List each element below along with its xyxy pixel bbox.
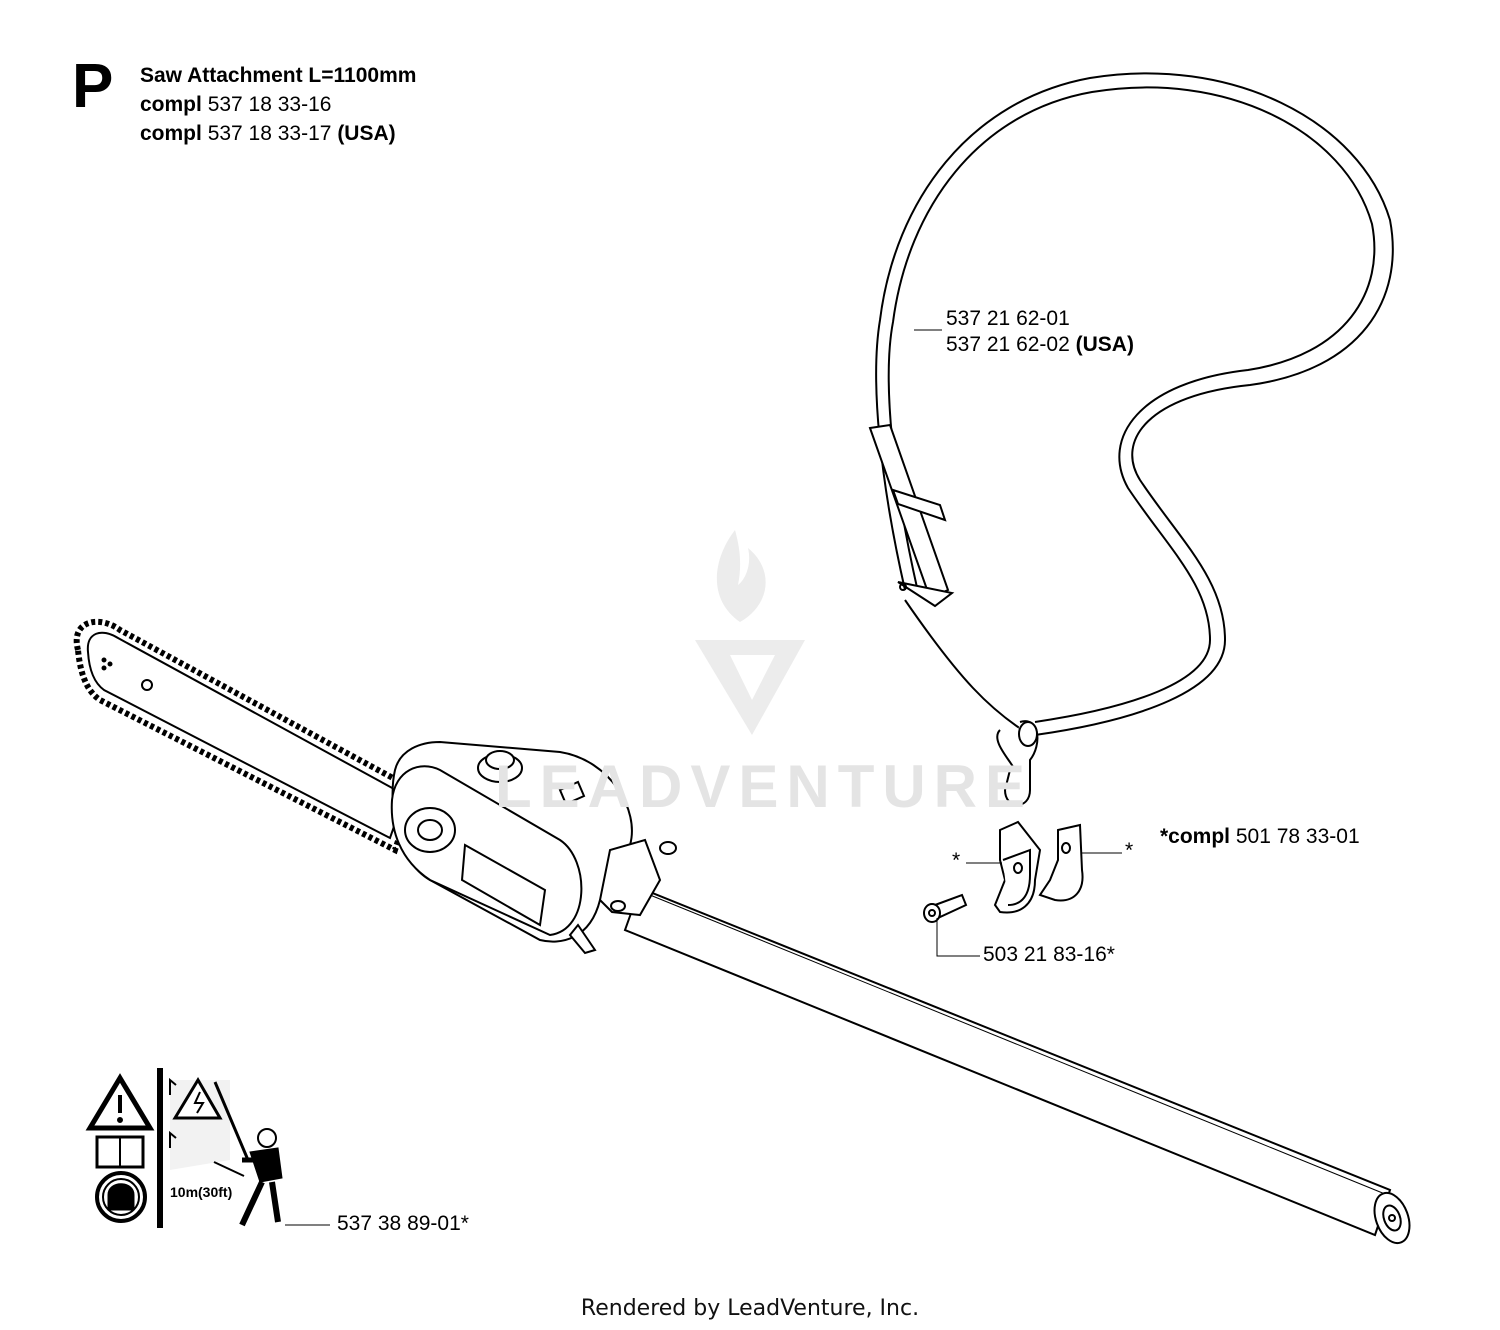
footer-credit: Rendered by LeadVenture, Inc.: [580, 1296, 920, 1321]
screw-part-label: 503 21 83-16*: [983, 943, 1115, 966]
clamp-part-label: *compl 501 78 33-01: [1160, 824, 1360, 850]
title-line-2: compl 537 18 33-16: [140, 90, 416, 119]
guide-bar: [73, 618, 419, 855]
harness-strap: [868, 72, 1394, 736]
title-line-3: compl 537 18 33-17 (USA): [140, 119, 416, 148]
watermark-text: LEADVENTURE: [495, 753, 1034, 820]
title-line-3-number: 537 18 33-17: [207, 122, 332, 145]
title-line-2-prefix: compl: [140, 93, 202, 116]
clamp-star-right: *: [1125, 839, 1134, 862]
strap-part-number-2-suffix: (USA): [1075, 333, 1134, 356]
strap-part-number-2: 537 21 62-02: [946, 333, 1070, 356]
leader-lines: [285, 329, 1122, 1226]
strap-part-label: 537 21 62-01 537 21 62-02 (USA): [946, 306, 1134, 358]
section-letter: P: [72, 52, 114, 121]
snap-hook: [996, 720, 1039, 806]
pole-clamp: [993, 820, 1084, 914]
watermark-logo: [695, 530, 805, 735]
pole-shaft: [623, 886, 1411, 1245]
decal-part-label: 537 38 89-01*: [337, 1212, 469, 1235]
clamp-part-prefix: *compl: [1160, 825, 1231, 848]
clamp-star-left: *: [952, 849, 961, 872]
title-block: Saw Attachment L=1100mm compl 537 18 33-…: [140, 61, 416, 148]
decal-distance-text: 10m(30ft): [170, 1184, 232, 1200]
title-line-3-suffix: (USA): [337, 122, 396, 145]
screw: [923, 893, 968, 923]
clamp-part-number: 501 78 33-01: [1235, 825, 1360, 848]
title-line-3-prefix: compl: [140, 122, 202, 145]
title-line-2-number: 537 18 33-16: [207, 93, 332, 116]
title-line-1: Saw Attachment L=1100mm: [140, 64, 417, 87]
saw-head: [390, 740, 677, 955]
strap-part-number-1: 537 21 62-01: [946, 307, 1070, 330]
strap-part-number-2-line: 537 21 62-02 (USA): [946, 332, 1134, 358]
warning-decal: [85, 1068, 283, 1228]
